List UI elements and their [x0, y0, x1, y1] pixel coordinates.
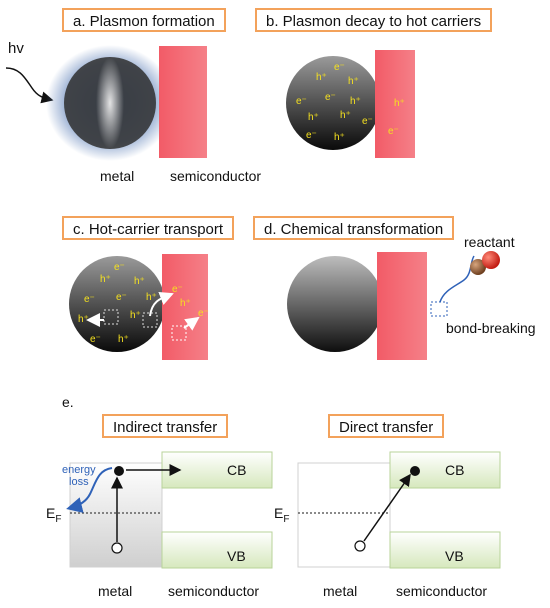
- panel-b: [286, 50, 415, 158]
- vb-band-direct: [389, 531, 501, 569]
- semiconductor-label-direct: semiconductor: [396, 583, 488, 599]
- electron-c-4: e⁻: [90, 334, 101, 345]
- panel-d: [287, 251, 500, 360]
- energy-loss-label: energy loss: [62, 464, 96, 488]
- cb-label-direct: CB: [445, 462, 465, 478]
- indirect-transfer-diagram: [66, 451, 273, 569]
- electron-c-5: e⁻: [172, 284, 183, 295]
- hole-b-5: h⁺: [340, 110, 351, 121]
- hole-b-2: h⁺: [348, 76, 359, 87]
- panel-e-label: e.: [62, 394, 74, 410]
- electron-b-2: e⁻: [296, 96, 307, 107]
- hole-c-1: h⁺: [100, 274, 111, 285]
- transport-box-2: [142, 312, 158, 328]
- indirect-transfer-title: Indirect transfer: [102, 414, 229, 438]
- fermi-level-label-direct: EF: [274, 505, 289, 525]
- semiconductor-c: [162, 254, 208, 360]
- panel-c: [69, 254, 208, 360]
- electron-c-1: e⁻: [114, 262, 125, 273]
- hole-b-7: h⁺: [394, 98, 405, 109]
- electron-c-6: e⁻: [198, 308, 209, 319]
- hole-circle-indirect: [111, 542, 123, 554]
- vb-label-indirect: VB: [227, 548, 246, 564]
- energy-loss-arrow: [66, 467, 113, 513]
- bond-breaking-path: [439, 255, 475, 303]
- metal-nanoparticle-d: [287, 256, 383, 352]
- cb-label-indirect: CB: [227, 462, 247, 478]
- bond-breaking-label: bond-breaking: [446, 320, 536, 336]
- fermi-sub-direct: F: [283, 513, 290, 525]
- hole-c-4: h⁺: [78, 314, 89, 325]
- electron-b-6: e⁻: [388, 126, 399, 137]
- hole-b-6: h⁺: [334, 132, 345, 143]
- hole-circle-direct: [354, 540, 366, 552]
- transport-arrow-3: [183, 316, 200, 331]
- metal-label-a: metal: [100, 168, 135, 184]
- vb-band-indirect: [161, 531, 273, 569]
- plasmon-core: [96, 57, 124, 149]
- fermi-e: E: [46, 505, 56, 521]
- semiconductor-label-indirect: semiconductor: [168, 583, 260, 599]
- hv-label: hv: [8, 40, 24, 57]
- fermi-e-direct: E: [274, 505, 284, 521]
- reactant-label: reactant: [464, 234, 515, 250]
- electron-b-5: e⁻: [306, 130, 317, 141]
- electron-c-3: e⁻: [116, 292, 127, 303]
- electron-c-2: e⁻: [84, 294, 95, 305]
- adsorption-site-box: [430, 301, 448, 317]
- semiconductor-b: [375, 50, 415, 158]
- fermi-level-label-indirect: EF: [46, 505, 61, 525]
- semiconductor-label-a: semiconductor: [170, 168, 262, 184]
- electron-b-4: e⁻: [362, 116, 373, 127]
- hole-b-1: h⁺: [316, 72, 327, 83]
- panel-d-title: d. Chemical transformation: [253, 216, 455, 240]
- panel-c-title: c. Hot-carrier transport: [62, 216, 235, 240]
- semiconductor-a: [159, 46, 207, 158]
- electron-dot-indirect: [114, 466, 124, 476]
- hole-c-2: h⁺: [134, 276, 145, 287]
- hole-b-4: h⁺: [308, 112, 319, 123]
- electron-b-3: e⁻: [325, 92, 336, 103]
- hole-c-5: h⁺: [130, 310, 141, 321]
- transfer-arrow-direct: [363, 473, 411, 542]
- metal-nanoparticle-b: [286, 56, 380, 150]
- hole-c-6: h⁺: [118, 334, 129, 345]
- panel-a: [5, 45, 207, 161]
- metal-label-indirect: metal: [98, 583, 133, 599]
- metal-label-direct: metal: [323, 583, 358, 599]
- electron-b-1: e⁻: [334, 62, 345, 73]
- photon-wave-icon: [5, 67, 54, 104]
- reactant-atom-brown: [470, 259, 486, 275]
- semiconductor-d: [377, 252, 427, 360]
- panel-b-title: b. Plasmon decay to hot carriers: [255, 8, 493, 32]
- reactant-atom-red: [482, 251, 500, 269]
- transport-box-1: [103, 309, 119, 325]
- direct-transfer-title: Direct transfer: [328, 414, 445, 438]
- transport-arrow-2: [149, 291, 174, 317]
- hole-c-7: h⁺: [180, 298, 191, 309]
- panel-a-title: a. Plasmon formation: [62, 8, 226, 32]
- hole-c-3: h⁺: [146, 292, 157, 303]
- electron-dot-direct: [410, 466, 420, 476]
- hole-b-3: h⁺: [350, 96, 361, 107]
- metal-nanoparticle-c: [69, 256, 165, 352]
- fermi-sub: F: [55, 513, 62, 525]
- vb-label-direct: VB: [445, 548, 464, 564]
- metal-band-direct: [297, 462, 391, 568]
- transport-box-3: [171, 325, 187, 341]
- direct-transfer-diagram: [297, 451, 501, 569]
